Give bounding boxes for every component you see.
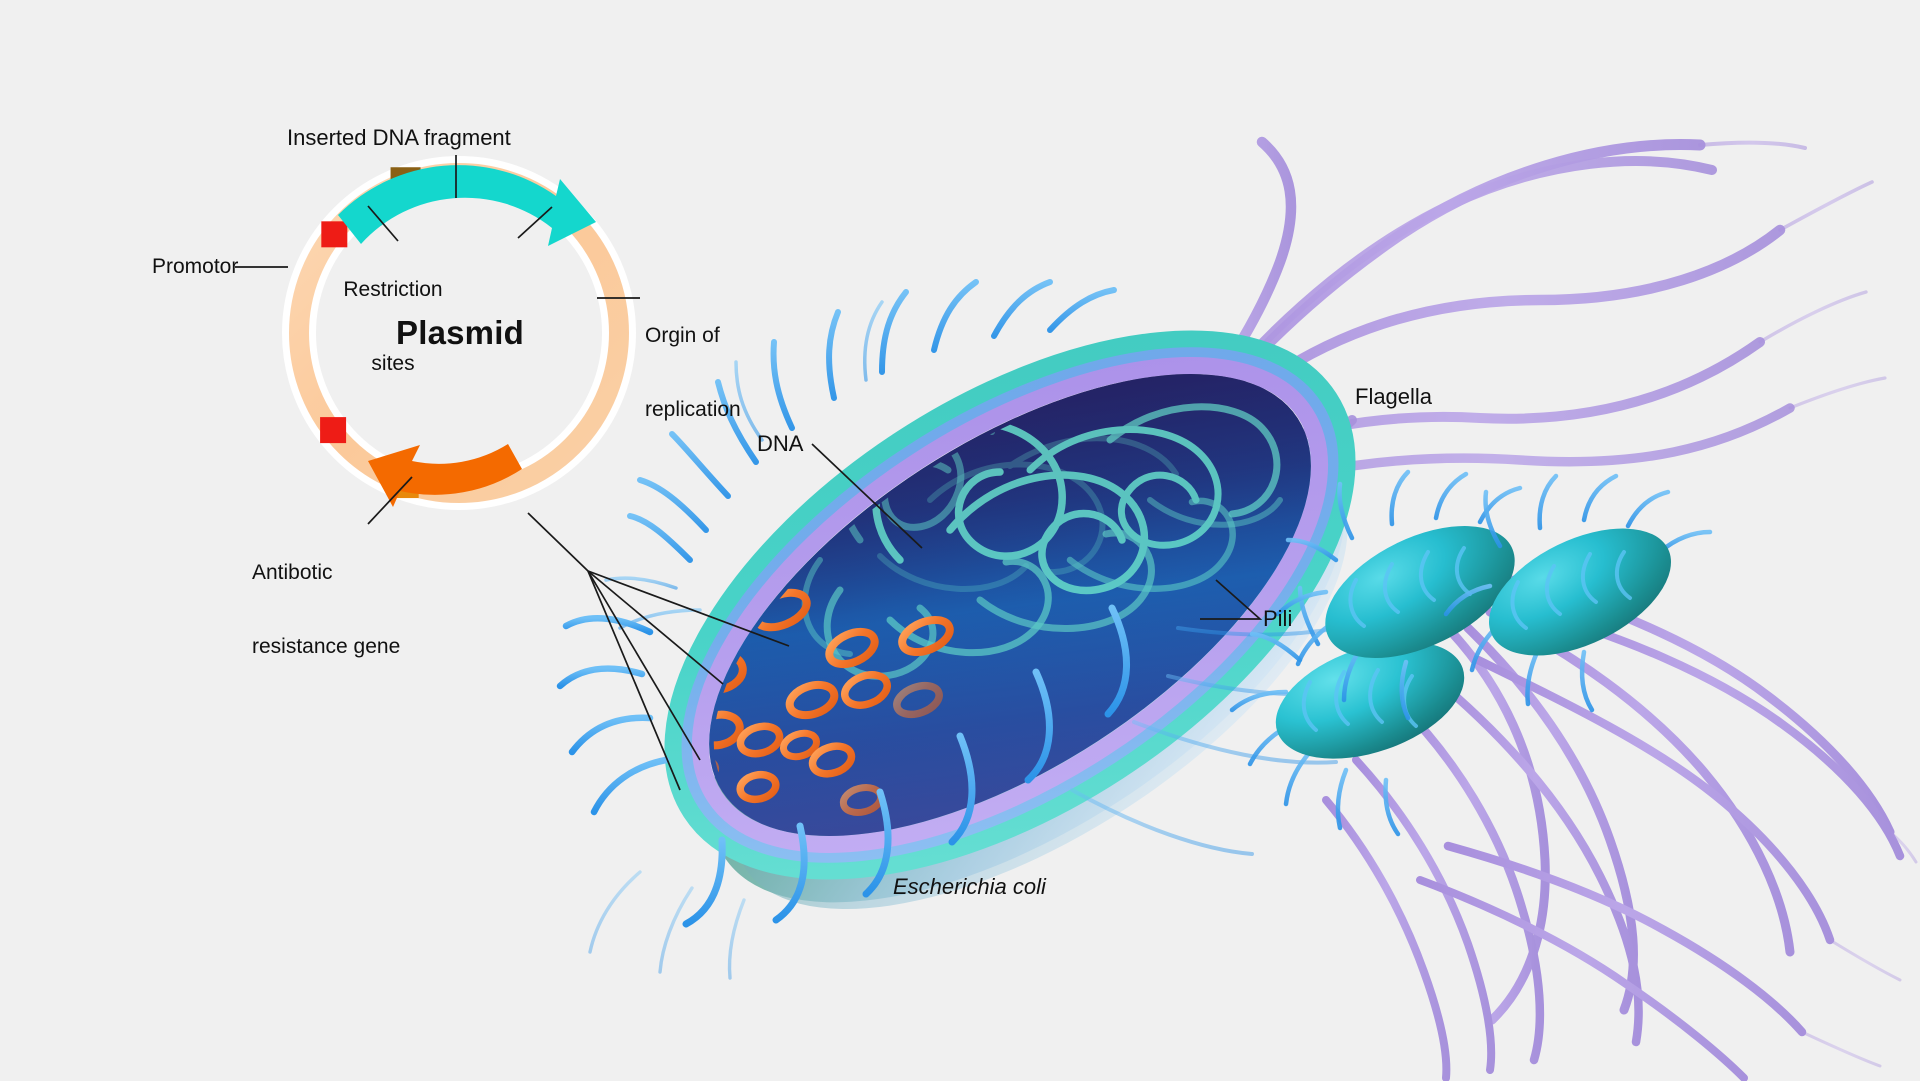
pili-bact-1	[1275, 469, 1523, 721]
label-promotor: Promotor	[152, 255, 239, 278]
label-species-name: Escherichia coli	[893, 874, 1046, 899]
restriction-site-left	[320, 417, 347, 444]
label-dna: DNA	[757, 431, 804, 456]
inserted-dna-arrow	[338, 165, 596, 246]
leader-lines	[235, 155, 1263, 791]
pili-back	[604, 279, 1117, 630]
leader-pili	[1200, 579, 1263, 620]
plasmid-diagram	[282, 156, 636, 510]
label-antibiotic-resistance-gene: Antibotic resistance gene	[252, 511, 400, 709]
ecoli-cell	[556, 279, 1392, 980]
label-origin-line1: Orgin of	[645, 323, 720, 347]
leader-antibiotic	[367, 476, 413, 525]
restriction-site-right	[321, 221, 348, 248]
label-antibiotic-line1: Antibotic	[252, 560, 333, 584]
pili-bact-2	[1443, 473, 1713, 713]
label-origin-line2: replication	[645, 397, 741, 421]
bacteria-cluster	[1229, 469, 1918, 1081]
label-inserted-dna-fragment: Inserted DNA fragment	[287, 125, 511, 150]
antibiotic-resistance-arrow	[368, 444, 522, 507]
leader-dna	[811, 443, 923, 549]
label-plasmid-title: Plasmid	[396, 314, 524, 351]
label-pili: Pili	[1263, 606, 1293, 631]
periplasmic-space	[681, 347, 1339, 863]
leader-restriction-right	[517, 206, 553, 239]
label-restriction-sites: Restriction sites	[333, 228, 453, 426]
outer-membrane	[664, 330, 1356, 880]
label-flagella: Flagella	[1355, 384, 1433, 409]
bacterium-1	[1275, 469, 1523, 721]
label-restriction-sites-line2: sites	[371, 351, 415, 375]
label-restriction-sites-line1: Restriction	[343, 277, 443, 301]
inner-membrane	[691, 357, 1329, 853]
label-antibiotic-line2: resistance gene	[252, 634, 401, 658]
plasmid-to-cell-leaders	[527, 512, 790, 791]
restriction-site-blocks	[320, 221, 348, 444]
label-origin-of-replication: Orgin of replication	[645, 274, 741, 472]
bacterium-2	[1443, 473, 1713, 713]
leader-restriction-left	[367, 205, 399, 242]
